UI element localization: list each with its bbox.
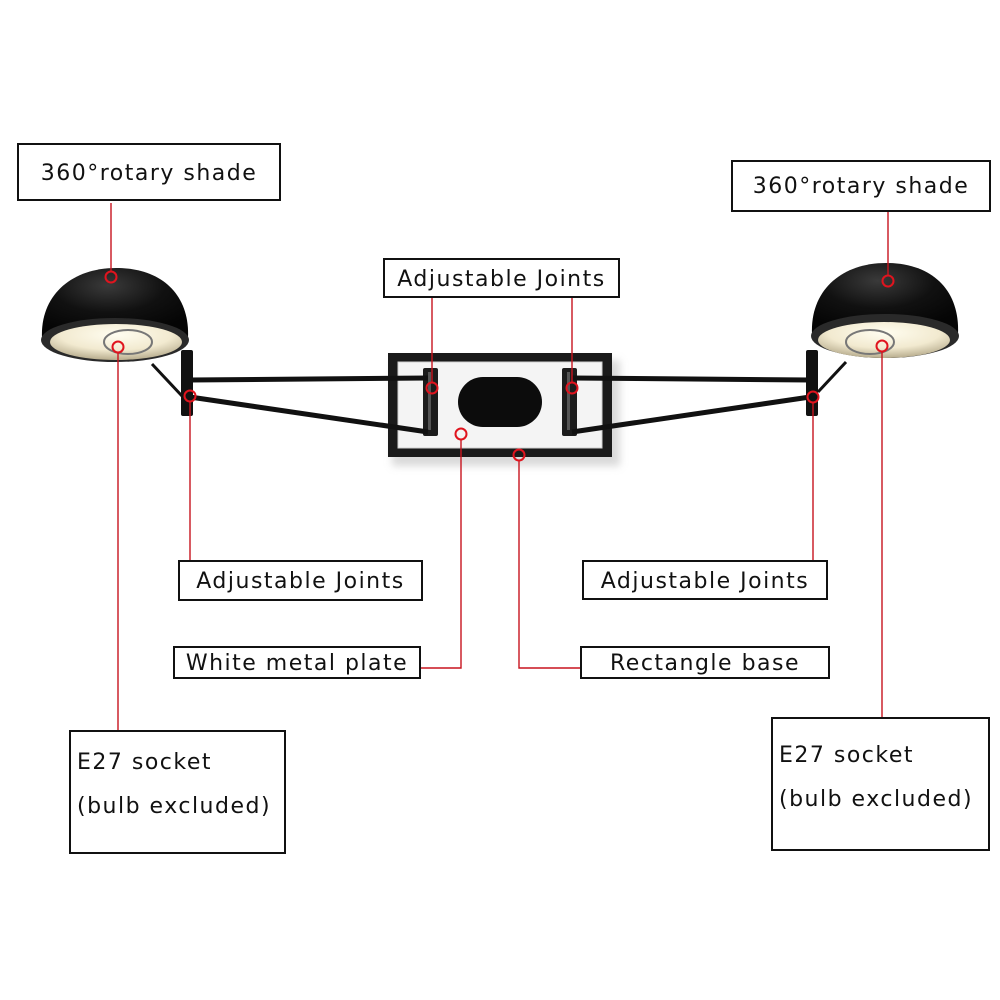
marker-socket-right	[875, 339, 889, 353]
leader-base	[518, 460, 582, 669]
right-arm-upper-rod	[571, 375, 811, 383]
marker-joint-top-left	[425, 381, 439, 395]
label-rotary-shade-right: 360°rotary shade	[731, 160, 991, 212]
marker-base	[512, 448, 526, 462]
right-hinge-bracket	[806, 350, 818, 416]
right-shade-dome	[811, 263, 959, 334]
right-shade	[811, 263, 959, 358]
label-white-metal-plate-text: White metal plate	[185, 651, 409, 676]
left-arm-upper-rod	[189, 375, 429, 383]
rectangle-base-group	[388, 353, 620, 466]
label-e27-socket-right-line2: (bulb excluded)	[779, 787, 974, 812]
label-adjustable-joints-right-text: Adjustable Joints	[600, 569, 810, 594]
marker-socket-left	[111, 340, 125, 354]
markers	[104, 270, 895, 462]
label-e27-socket-right-line1: E27 socket	[779, 743, 915, 768]
left-arm	[150, 350, 429, 435]
left-arm-lower-rod	[189, 394, 429, 435]
label-e27-socket-left: E27 socket (bulb excluded)	[69, 730, 286, 854]
right-socket-ring	[845, 329, 895, 355]
marker-shade-left	[104, 270, 118, 284]
left-shade-dome	[41, 268, 189, 338]
label-e27-socket-right: E27 socket (bulb excluded)	[771, 717, 990, 851]
label-rectangle-base-text: Rectangle base	[609, 651, 801, 676]
label-adjustable-joints-top-text: Adjustable Joints	[397, 267, 606, 292]
label-e27-socket-left-line2: (bulb excluded)	[77, 794, 272, 819]
marker-joint-right	[806, 390, 820, 404]
plate-inner-frame	[397, 361, 603, 449]
right-arm-lower-rod	[571, 394, 811, 435]
left-hinge-bracket	[181, 350, 193, 416]
label-adjustable-joints-left: Adjustable Joints	[178, 560, 423, 601]
label-e27-socket-left-line1: E27 socket	[77, 750, 213, 775]
label-rotary-shade-right-text: 360°rotary shade	[752, 174, 970, 199]
leader-lines	[110, 203, 889, 731]
label-rotary-shade-left-text: 360°rotary shade	[40, 161, 258, 186]
label-adjustable-joints-top: Adjustable Joints	[383, 258, 620, 298]
label-white-metal-plate: White metal plate	[173, 646, 421, 679]
marker-joint-top-right	[565, 381, 579, 395]
marker-plate	[454, 427, 468, 441]
center-oval-plate	[458, 377, 542, 427]
leader-plate	[420, 439, 462, 669]
left-joint-highlight	[428, 372, 431, 430]
label-adjustable-joints-right: Adjustable Joints	[582, 560, 828, 600]
left-shade-stem	[150, 362, 184, 398]
label-rectangle-base: Rectangle base	[580, 646, 830, 679]
right-joint-highlight	[567, 372, 570, 430]
left-socket-ring	[103, 329, 153, 355]
label-adjustable-joints-left-text: Adjustable Joints	[196, 569, 405, 594]
right-shade-stem	[816, 360, 848, 394]
marker-shade-right	[881, 274, 895, 288]
marker-joint-left	[183, 389, 197, 403]
label-rotary-shade-left: 360°rotary shade	[17, 143, 281, 201]
